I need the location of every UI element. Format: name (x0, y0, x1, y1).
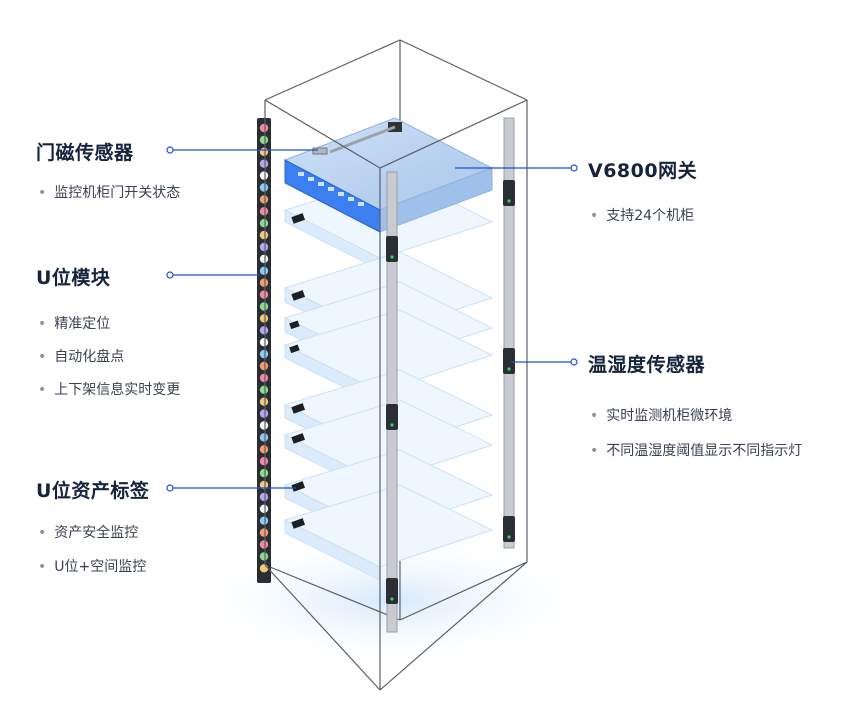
u-position-led (259, 552, 269, 561)
door-sensor (312, 147, 328, 155)
u-position-strip (257, 118, 271, 583)
asset-tags (289, 213, 306, 529)
u-position-led (259, 183, 269, 192)
u-position-led (259, 135, 269, 145)
u-module-bullet-1: 精准定位 (38, 313, 110, 333)
u-position-led (259, 457, 269, 466)
u-position-led (259, 492, 269, 502)
u-position-led (259, 480, 269, 490)
temp-humidity-bullet-1: 实时监测机柜微环境 (590, 405, 732, 425)
asset-tag-title: U位资产标签 (36, 480, 150, 502)
u-position-led (259, 171, 269, 180)
asset-tag-bullet-2: U位+空间监控 (38, 556, 146, 576)
u-position-led (259, 195, 269, 204)
u-position-led (259, 123, 269, 133)
leader-lines (166, 146, 578, 492)
u-position-led (259, 326, 269, 335)
u-position-led (259, 254, 269, 264)
u-position-led (259, 207, 269, 216)
u-position-led (259, 266, 269, 275)
u-position-led (259, 564, 269, 573)
gateway-title: V6800网关 (588, 160, 698, 182)
u-position-led (259, 302, 269, 311)
u-position-led (259, 290, 269, 299)
u-position-led (259, 385, 269, 394)
u-position-led (259, 373, 269, 383)
u-position-led (259, 147, 269, 156)
u-module-bullet-2: 自动化盘点 (38, 346, 124, 366)
door-sensor-title: 门磁传感器 (36, 142, 134, 164)
u-position-led (259, 219, 269, 228)
u-position-led (259, 445, 269, 454)
u-position-led (259, 314, 269, 323)
temp-humidity-bullet-2: 不同温湿度阈值显示不同指示灯 (590, 440, 802, 460)
u-module-bullet-3: 上下架信息实时变更 (38, 379, 180, 399)
u-position-led (259, 468, 269, 478)
temp-humidity-title: 温湿度传感器 (588, 354, 706, 376)
rack-rails (386, 117, 515, 633)
asset-tag-bullet-1: 资产安全监控 (38, 522, 138, 542)
u-position-led (259, 516, 269, 525)
u-position-led (259, 397, 269, 406)
u-position-led (259, 421, 269, 430)
u-position-led (259, 230, 269, 240)
temp-humidity-sensors (386, 180, 515, 604)
u-position-led (259, 349, 269, 359)
u-position-led (259, 278, 269, 287)
gateway-bullet-1: 支持24个机柜 (590, 205, 694, 225)
u-position-led (259, 409, 269, 418)
u-position-led (259, 361, 269, 371)
u-position-led (259, 433, 269, 442)
u-position-led (259, 159, 269, 168)
gateway-cable-box (388, 122, 402, 132)
door-sensor-bullet-1: 监控机柜门开关状态 (38, 182, 180, 202)
u-position-led (259, 540, 269, 549)
u-position-led (259, 504, 269, 513)
u-position-led (259, 338, 269, 347)
u-position-led (259, 528, 269, 537)
u-position-led (259, 242, 269, 252)
u-module-title: U位模块 (36, 267, 111, 289)
